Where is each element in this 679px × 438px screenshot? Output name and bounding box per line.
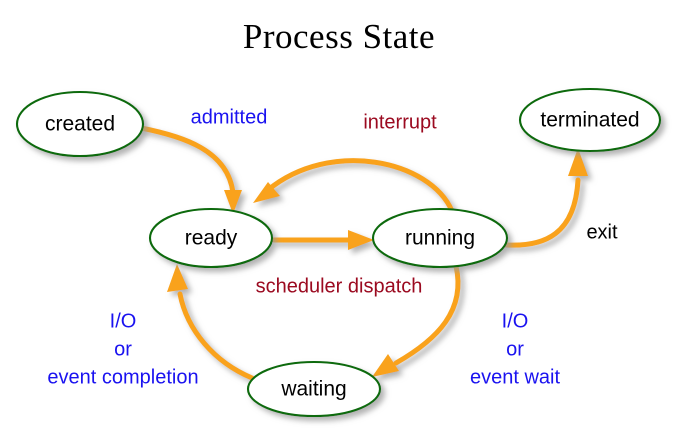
edge-label-io-event-wait: I/O or event wait: [470, 310, 560, 388]
edge-waiting-to-ready: [167, 264, 255, 381]
state-label-ready: ready: [185, 227, 238, 250]
edge-label-io-line-3: event completion: [47, 366, 198, 388]
state-label-terminated: terminated: [540, 109, 639, 132]
edge-layer: [138, 125, 588, 381]
arrowhead-icon: [253, 182, 280, 203]
edge-running-to-waiting: [372, 263, 461, 377]
arrowhead-icon: [372, 354, 399, 377]
arrowhead-icon: [568, 148, 588, 176]
arrowhead-icon: [348, 230, 374, 250]
edge-label-wait-line-3: event wait: [470, 366, 560, 388]
edge-label-layer: admitted interrupt scheduler dispatch ex…: [47, 106, 618, 388]
edge-label-wait-line-2: or: [506, 338, 524, 360]
state-label-created: created: [45, 113, 115, 136]
edge-label-io-line-1: I/O: [110, 310, 137, 332]
state-ellipse-waiting: [246, 360, 382, 418]
edge-running-to-ready: [253, 158, 455, 214]
edge-running-to-terminated: [503, 148, 588, 248]
state-node-running[interactable]: running: [371, 207, 509, 269]
state-ellipse-created: [15, 90, 145, 158]
state-label-running: running: [405, 227, 475, 250]
state-ellipse-ready: [148, 207, 274, 269]
edge-created-to-ready: [138, 125, 242, 214]
edge-label-io-line-2: or: [114, 338, 132, 360]
state-label-waiting: waiting: [280, 378, 346, 401]
edge-label-admitted: admitted: [191, 106, 268, 128]
edge-label-interrupt: interrupt: [363, 111, 437, 133]
edge-label-wait-line-1: I/O: [502, 310, 529, 332]
state-node-terminated[interactable]: terminated: [518, 87, 662, 153]
edge-label-scheduler-dispatch: scheduler dispatch: [256, 275, 423, 297]
edge-label-exit: exit: [586, 221, 618, 243]
edge-ready-to-running: [271, 230, 374, 250]
state-node-waiting[interactable]: waiting: [246, 360, 382, 418]
page-title: Process State: [243, 17, 435, 56]
state-node-created[interactable]: created: [15, 90, 145, 158]
state-ellipse-running: [371, 207, 509, 269]
state-node-ready[interactable]: ready: [148, 207, 274, 269]
node-layer: created ready running terminated waiting: [15, 87, 662, 418]
state-ellipse-terminated: [518, 87, 662, 153]
edge-label-io-event-completion: I/O or event completion: [47, 310, 198, 388]
arrowhead-icon: [224, 190, 242, 214]
arrowhead-icon: [167, 264, 188, 292]
